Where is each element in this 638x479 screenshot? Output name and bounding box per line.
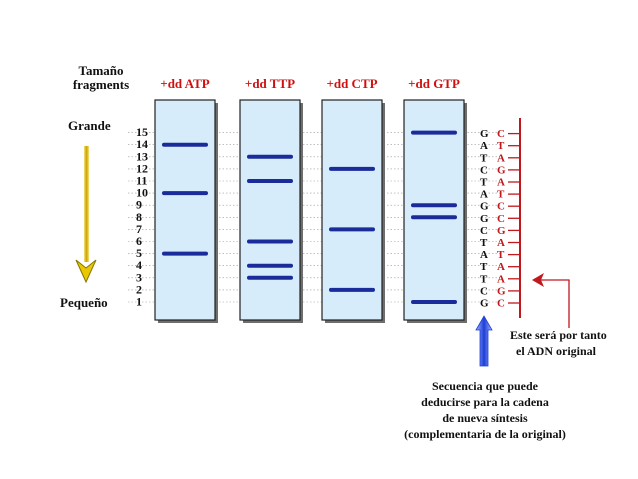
gel-band [162, 142, 208, 147]
new-strand-base: C [480, 285, 488, 297]
lane-label: +dd TTP [244, 76, 296, 91]
size-number: 4 [136, 258, 142, 272]
original-dna-note: Este será por tanto el ADN original [500, 327, 638, 359]
deduced-note-line3: de nueva síntesis [442, 411, 528, 425]
size-number: 3 [136, 270, 142, 284]
gel-lane [154, 99, 216, 321]
size-number: 5 [136, 246, 142, 260]
gel-lane [239, 99, 301, 321]
large-label: Grande [68, 118, 111, 133]
original-note-line1: Este será por tanto [510, 328, 607, 342]
deduced-note-line2: deducirse para la cadena [421, 395, 549, 409]
lane-label: +dd ATP [160, 76, 210, 91]
original-strand-base: A [497, 237, 505, 249]
original-strand-base: T [497, 189, 505, 201]
original-dna-strand [508, 118, 521, 318]
deduced-note-line1: Secuencia que puede [431, 379, 538, 393]
new-strand-base: C [480, 225, 488, 237]
size-number: 2 [136, 282, 142, 296]
new-strand-base: C [480, 164, 488, 176]
new-strand-base: G [480, 201, 489, 213]
new-strand-base: A [480, 249, 488, 261]
gel-band [329, 166, 375, 171]
lane-label: +dd CTP [326, 76, 378, 91]
gel-lanes [154, 99, 467, 323]
original-strand-base: A [497, 273, 505, 285]
original-strand-base: T [497, 249, 505, 261]
gel-band [247, 275, 293, 280]
size-number: 13 [136, 149, 148, 163]
gel-band [162, 251, 208, 256]
gel-band [411, 300, 457, 304]
gel-band [247, 263, 293, 268]
small-label: Pequeño [60, 295, 108, 310]
deduced-sequence-note: Secuencia que puede deducirse para la ca… [385, 378, 585, 442]
new-strand-base: T [480, 237, 488, 249]
deduced-note-line4: (complementaria de la original) [404, 427, 566, 441]
size-title-line1: Tamaño [78, 63, 124, 78]
size-number: 11 [136, 174, 147, 188]
new-strand-base: A [480, 189, 488, 201]
gel-band [329, 287, 375, 292]
gel-band [247, 179, 293, 183]
size-number: 8 [136, 210, 142, 224]
size-number: 12 [136, 161, 148, 175]
original-strand-base: C [497, 201, 505, 213]
original-strand-base: A [497, 152, 505, 164]
size-number: 1 [136, 295, 142, 309]
gel-lane [321, 99, 383, 321]
gel-band [162, 191, 208, 196]
size-number: 10 [136, 186, 148, 200]
original-strand-base: C [497, 128, 505, 140]
gel-band [411, 130, 457, 135]
original-strand-base: T [497, 140, 505, 152]
original-strand-pointer [532, 273, 570, 328]
size-number: 14 [136, 137, 148, 151]
original-strand-base: G [497, 225, 506, 237]
original-note-line2: el ADN original [516, 344, 596, 358]
gel-band [247, 239, 293, 244]
new-strand-base: G [480, 298, 489, 310]
size-direction-arrow [75, 146, 97, 284]
new-strand-base: G [480, 128, 489, 140]
size-number: 6 [136, 234, 142, 248]
original-strand-base: C [497, 213, 505, 225]
original-strand-base: G [497, 164, 506, 176]
gel-band [411, 215, 457, 220]
original-strand-base: A [497, 177, 505, 189]
new-strand-base: T [480, 273, 488, 285]
size-number: 15 [136, 125, 148, 139]
row-guide-lines [128, 132, 500, 303]
new-strand-base: G [480, 213, 489, 225]
new-strand-base: T [480, 261, 488, 273]
size-title: Tamaño fragments [66, 64, 136, 92]
deduced-sequence-arrow [475, 315, 493, 367]
gel-lane [403, 99, 465, 321]
size-number: 9 [136, 198, 142, 212]
size-number: 7 [136, 222, 142, 236]
gel-band [411, 203, 457, 208]
original-strand-base: C [497, 298, 505, 310]
new-strand-base: A [480, 140, 488, 152]
new-strand-base: T [480, 177, 488, 189]
original-strand-base: A [497, 261, 505, 273]
lane-label: +dd GTP [408, 76, 460, 91]
gel-band [247, 154, 293, 159]
new-strand-base: T [480, 152, 488, 164]
size-title-line2: fragments [72, 77, 130, 92]
gel-band [329, 227, 375, 232]
original-strand-base: G [497, 285, 506, 297]
